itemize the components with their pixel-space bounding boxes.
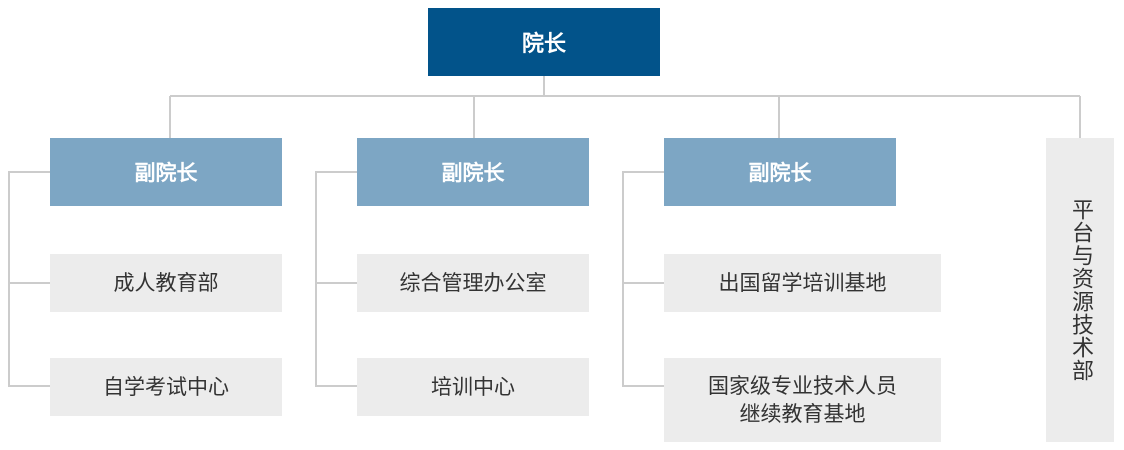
department-training-center: 培训中心	[357, 358, 589, 416]
department-continuing-education-base: 国家级专业技术人员继续教育基地	[664, 358, 941, 442]
head-title: 院长	[521, 32, 566, 57]
platform-resource-tech-dept: 平台与资源技术部	[1046, 138, 1114, 442]
vice-president-title: 副院长	[134, 161, 198, 185]
head-box: 院长	[428, 8, 660, 76]
department-general-admin-office: 综合管理办公室	[357, 254, 589, 312]
vice-president-title: 副院长	[748, 161, 812, 185]
department-label: 成人教育部	[113, 271, 219, 295]
department-label: 出国留学培训基地	[718, 271, 887, 295]
department-label: 平台与资源技术部	[1068, 198, 1093, 382]
vice-president-title: 副院长	[441, 161, 505, 185]
department-study-abroad-training-base: 出国留学培训基地	[664, 254, 941, 312]
department-adult-education: 成人教育部	[50, 254, 282, 312]
department-label: 综合管理办公室	[399, 271, 547, 295]
department-label: 自学考试中心	[103, 375, 229, 399]
vice-president-box-2: 副院长	[357, 138, 589, 206]
department-label: 国家级专业技术人员继续教育基地	[708, 374, 897, 426]
department-label: 培训中心	[431, 375, 515, 399]
vice-president-box-3: 副院长	[664, 138, 896, 206]
vice-president-box-1: 副院长	[50, 138, 282, 206]
department-self-study-exam-center: 自学考试中心	[50, 358, 282, 416]
